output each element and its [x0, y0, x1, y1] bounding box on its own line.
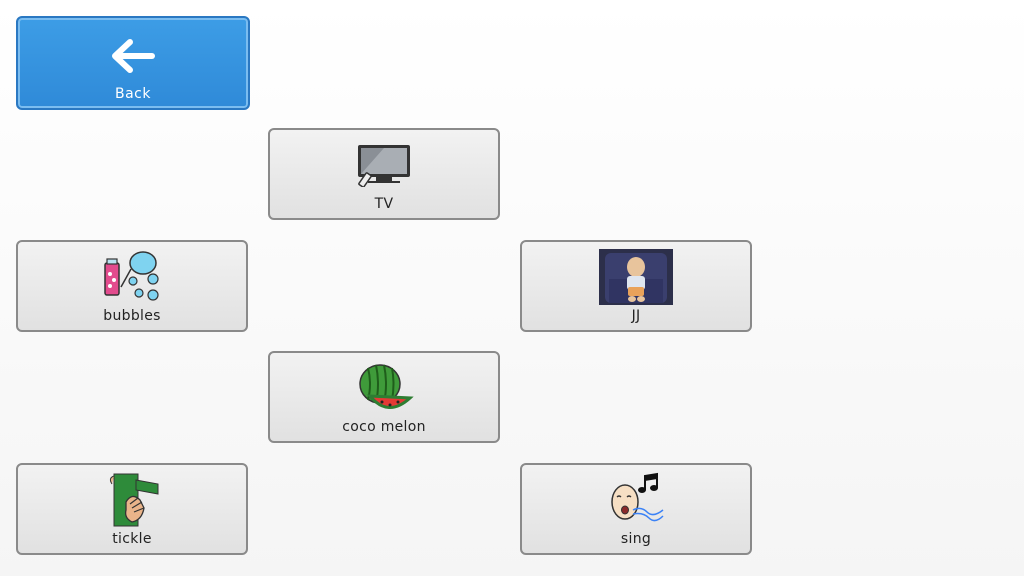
tile-sing[interactable]: sing: [520, 463, 752, 555]
tile-sing-label: sing: [620, 531, 652, 547]
tile-jj-label: JJ: [631, 308, 641, 324]
bubbles-icon: [100, 248, 164, 306]
tile-coco-melon-label: coco melon: [342, 419, 426, 435]
sing-icon: [604, 471, 668, 529]
tile-bubbles[interactable]: bubbles: [16, 240, 248, 332]
tile-coco-melon[interactable]: coco melon: [268, 351, 500, 443]
tile-jj[interactable]: JJ: [520, 240, 752, 332]
tile-tv-label: TV: [374, 196, 394, 212]
tv-icon: [352, 136, 416, 194]
arrow-left-icon: [108, 36, 158, 76]
watermelon-icon: [352, 359, 416, 417]
doll-photo: [598, 248, 674, 306]
tickle-icon: [100, 471, 164, 529]
tile-bubbles-label: bubbles: [103, 308, 161, 324]
back-button-label: Back: [115, 86, 151, 102]
tile-tickle-label: tickle: [112, 531, 152, 547]
tile-tickle[interactable]: tickle: [16, 463, 248, 555]
back-button[interactable]: Back: [16, 16, 250, 110]
tile-tv[interactable]: TV: [268, 128, 500, 220]
